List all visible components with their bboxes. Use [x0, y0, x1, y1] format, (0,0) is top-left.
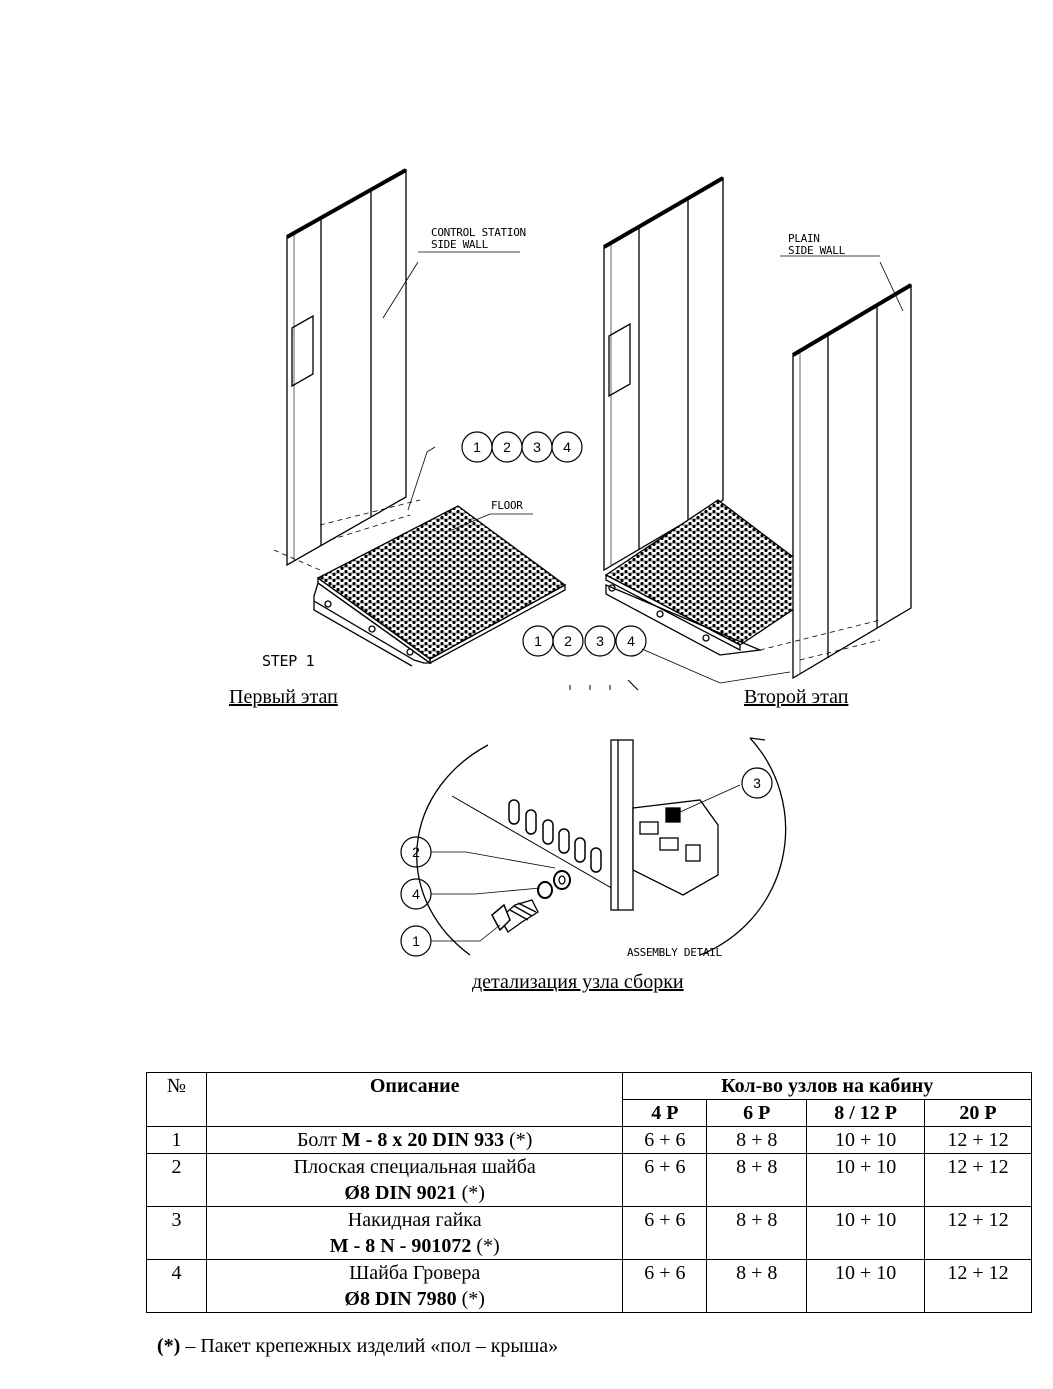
table-row: 1 Болт M - 8 x 20 DIN 933 (*) 6 + 6 8 + … [146, 1126, 1032, 1154]
step-label: STEP 1 [262, 652, 315, 670]
callout-label: 4 [563, 439, 571, 455]
plain-side-wall [569, 255, 913, 691]
qty-20p: 12 + 12 [924, 1126, 1032, 1154]
callout-label: 1 [473, 439, 481, 455]
caption-first-stage: Первый этап [229, 686, 338, 708]
callout-label: 2 [412, 844, 420, 860]
footnote: (*) – Пакет крепежных изделий «пол – кры… [157, 1335, 558, 1358]
qty-6p: 8 + 8 [706, 1153, 808, 1207]
qty-6p: 8 + 8 [706, 1206, 808, 1260]
qty-20p: 12 + 12 [924, 1206, 1032, 1260]
qty-4p: 6 + 6 [622, 1153, 708, 1207]
header-description: Описание [205, 1072, 624, 1127]
back-wall-step2 [602, 176, 725, 572]
qty-8-12p: 10 + 10 [806, 1259, 926, 1313]
header-8-12p: 8 / 12 P [806, 1099, 926, 1127]
assembly-detail [416, 737, 787, 956]
row-number: 1 [146, 1126, 207, 1154]
wall-label-line1: PLAIN [788, 232, 820, 245]
row-number: 2 [146, 1153, 207, 1207]
callout-label: 1 [534, 633, 542, 649]
header-quantity: Кол-во узлов на кабину [622, 1072, 1032, 1100]
callout-label: 3 [533, 439, 541, 455]
callout-label: 3 [753, 775, 761, 791]
callout-label: 1 [412, 933, 420, 949]
qty-8-12p: 10 + 10 [806, 1206, 926, 1260]
assembly-drawing: 1 2 3 4 1 2 3 4 2 4 1 3 CONTROL STATION … [262, 168, 913, 959]
row-number: 4 [146, 1259, 207, 1313]
callout-label: 2 [564, 633, 572, 649]
qty-20p: 12 + 12 [924, 1259, 1032, 1313]
floor-label: FLOOR [491, 499, 523, 512]
caption-detail: детализация узла сборки [472, 971, 684, 993]
parts-table: № Описание Кол-во узлов на кабину 4 P 6 … [146, 1072, 1032, 1313]
qty-6p: 8 + 8 [706, 1126, 808, 1154]
wall-label-line2: SIDE WALL [431, 238, 489, 251]
callout-circles [400, 431, 773, 957]
qty-4p: 6 + 6 [622, 1259, 708, 1313]
wall-label-line2: SIDE WALL [788, 244, 846, 257]
header-number: № [146, 1072, 207, 1127]
qty-8-12p: 10 + 10 [806, 1126, 926, 1154]
qty-8-12p: 10 + 10 [806, 1153, 926, 1207]
callout-label: 4 [412, 886, 420, 902]
caption-second-stage: Второй этап [744, 686, 849, 708]
control-station-wall [286, 168, 520, 567]
detail-label: ASSEMBLY DETAIL [627, 946, 723, 959]
row-number: 3 [146, 1206, 207, 1260]
wall-label-line1: CONTROL STATION [431, 226, 526, 239]
callout-label: 3 [596, 633, 604, 649]
floor-panel-step1 [273, 446, 567, 667]
callout-label: 2 [503, 439, 511, 455]
qty-6p: 8 + 8 [706, 1259, 808, 1313]
qty-4p: 6 + 6 [622, 1126, 708, 1154]
footnote-mark: (*) [157, 1335, 181, 1357]
header-20p: 20 P [924, 1099, 1032, 1127]
header-6p: 6 P [706, 1099, 808, 1127]
row-description: Болт M - 8 x 20 DIN 933 (*) [205, 1126, 624, 1154]
qty-4p: 6 + 6 [622, 1206, 708, 1260]
callout-label: 4 [627, 633, 635, 649]
header-4p: 4 P [622, 1099, 708, 1127]
footnote-text: – Пакет крепежных изделий «пол – крыша» [180, 1335, 559, 1357]
qty-20p: 12 + 12 [924, 1153, 1032, 1207]
